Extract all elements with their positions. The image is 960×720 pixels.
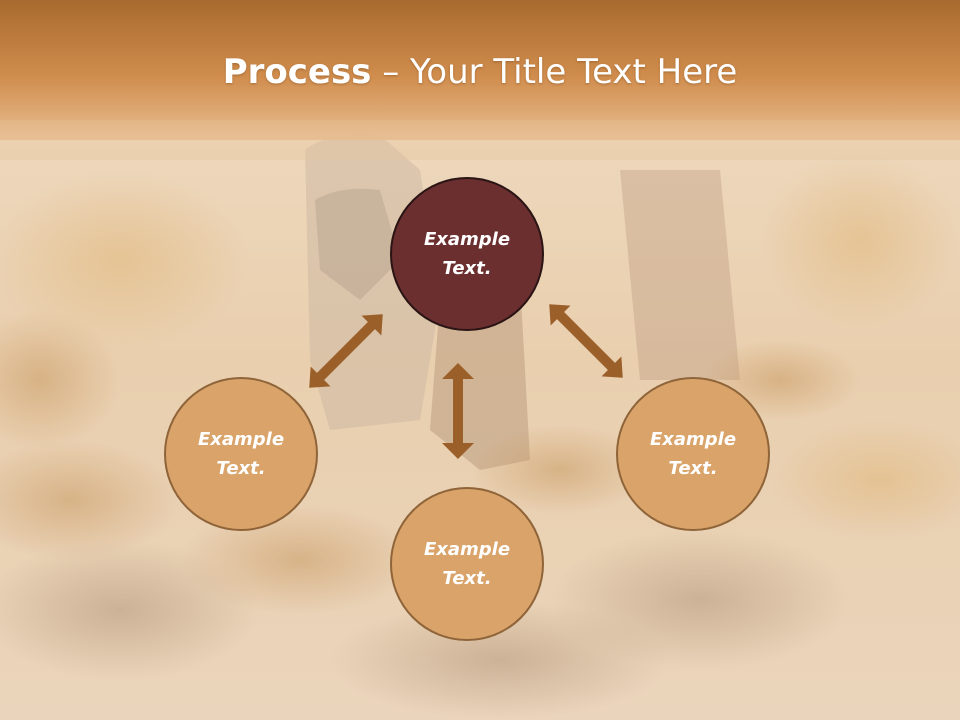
arrow-top-left (309, 314, 383, 388)
arrow-top-right (549, 304, 623, 378)
process-node-right: Example Text. (616, 377, 770, 531)
node-top-line2: Text. (442, 258, 492, 279)
node-top-line1: Example (423, 229, 511, 250)
node-bottom-line1: Example (423, 539, 511, 560)
process-node-left: Example Text. (164, 377, 318, 531)
arrow-top-bottom (442, 363, 474, 459)
process-node-top: Example Text. (390, 177, 544, 331)
title-bold: Process (222, 52, 372, 92)
node-left-line2: Text. (216, 458, 266, 479)
slide-title: Process – Your Title Text Here (0, 52, 960, 92)
node-right-line1: Example (649, 429, 737, 450)
node-left-line1: Example (197, 429, 285, 450)
node-right-line2: Text. (668, 458, 718, 479)
process-node-bottom: Example Text. (390, 487, 544, 641)
title-rest: – Your Title Text Here (371, 52, 738, 92)
node-bottom-line2: Text. (442, 568, 492, 589)
